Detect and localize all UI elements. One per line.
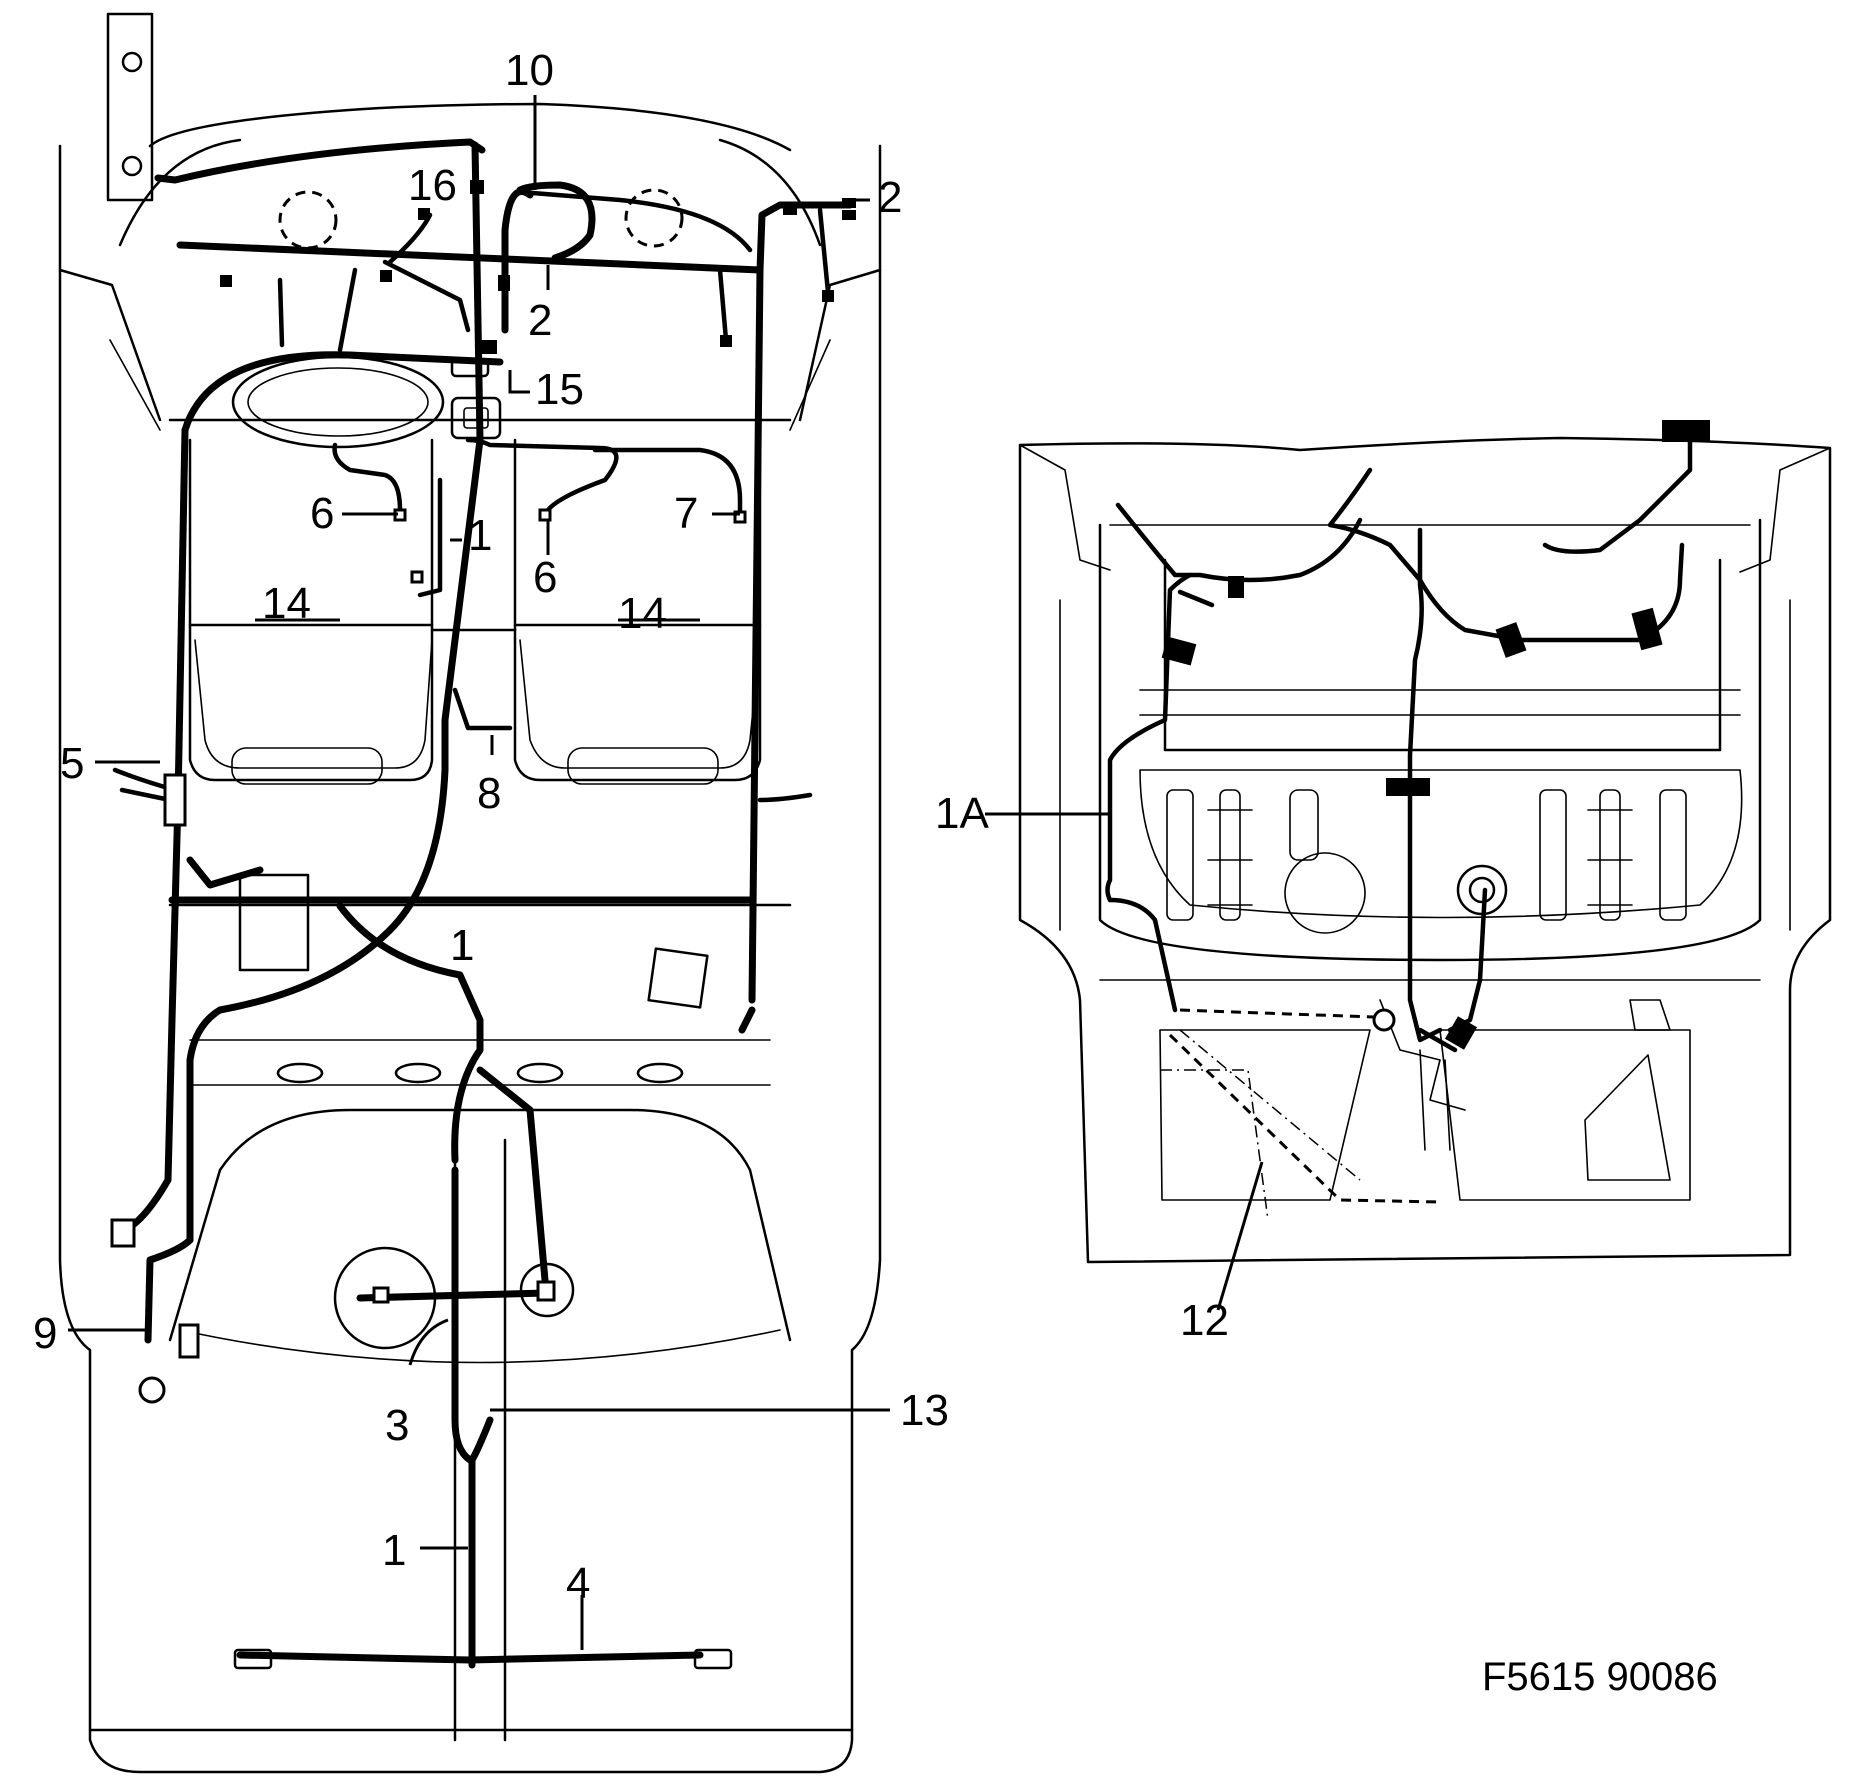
speaker-left: [278, 190, 338, 250]
callout-6-right: 6: [533, 553, 557, 602]
boot-outline: [1018, 436, 1832, 1264]
callout-16: 16: [408, 161, 457, 210]
callout-1-cabin: 1: [468, 511, 492, 560]
callout-1A: 1A: [935, 789, 989, 838]
callout-1-rear: 1: [382, 1526, 406, 1575]
speaker-right: [624, 188, 684, 248]
callout-13: 13: [900, 1386, 949, 1435]
callout-14-left: 14: [262, 579, 311, 628]
callout-9: 9: [33, 1309, 57, 1358]
steering-wheel: [231, 355, 445, 449]
callout-2-top: 2: [878, 173, 902, 222]
callout-12: 12: [1180, 1296, 1229, 1345]
callout-10: 10: [505, 46, 554, 95]
spare-wheel-well: [1284, 852, 1366, 934]
callout-14-right: 14: [618, 589, 667, 638]
callout-2-mid: 2: [528, 296, 552, 345]
callout-3: 3: [385, 1401, 409, 1450]
callout-15: 15: [535, 365, 584, 414]
callout-leaders-left: [68, 95, 890, 1650]
mounting-bracket: [106, 12, 154, 202]
body-outline: [58, 144, 882, 1774]
boot-floor-view: 1A 12: [935, 420, 1832, 1345]
callout-8: 8: [477, 769, 501, 818]
main-harness: [112, 138, 854, 1669]
front-seat-left: [188, 438, 434, 785]
boot-harness: [1105, 437, 1693, 1053]
callout-4: 4: [566, 1559, 590, 1608]
callout-1-floor: 1: [450, 921, 474, 970]
connectors-left-view: [110, 180, 856, 1404]
callout-6-left: 6: [310, 489, 334, 538]
car-top-view: 10 16 2 2 15 6 1 6 7 14 14 5 8 1 9 3 13 …: [33, 12, 949, 1774]
callout-5: 5: [60, 739, 84, 788]
figure-reference: F5615 90086: [1482, 1655, 1718, 1699]
callout-7: 7: [674, 489, 698, 538]
